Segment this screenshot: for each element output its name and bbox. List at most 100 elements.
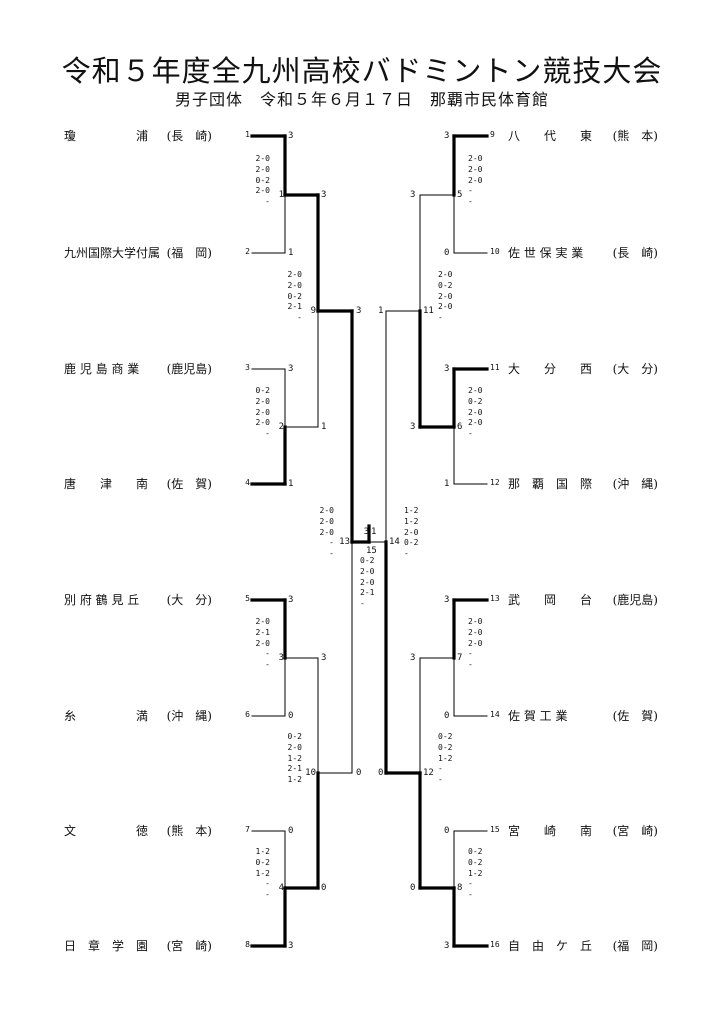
seed-number: 1 [245,130,250,139]
match-score: - [404,549,409,559]
entry-score: 3 [444,364,450,374]
left-team-row: 唐 津 南(佐 賀) [64,476,212,492]
match-score: - [468,186,473,196]
match-score: - [329,549,334,559]
prefecture: (大 分) [612,362,658,376]
entry-score: 1 [288,248,294,258]
school-name: 自 由 ケ 丘 [508,939,593,953]
match-score: 1-2 [438,753,453,763]
school-name: 宮 崎 南 [508,824,593,838]
match-score: 2-0 [468,175,483,185]
match-score: - [468,879,473,889]
prefecture: (沖 縄) [166,709,212,723]
round-score: 0 [356,768,362,778]
match-score: 2-0 [319,506,334,515]
left-team-row: 別 府 鶴 見 丘 (大 分) [64,592,212,608]
prefecture: (佐 賀) [612,709,658,723]
match-score: 2-0 [360,566,375,576]
prefecture: (宮 崎) [612,824,658,838]
match-score: 2-0 [468,386,483,395]
match-score: 2-0 [438,302,453,312]
entry-score: 3 [444,595,450,605]
prefecture: (長 崎) [612,246,658,260]
match-score: 1-2 [255,847,270,856]
match-score: 0-2 [468,847,483,856]
entry-score: 0 [444,711,450,721]
school-name: 別 府 鶴 見 丘 [64,593,140,607]
seed-number: 7 [245,825,250,834]
round-score: 3 [356,306,362,316]
round-score: 3 [410,653,416,663]
left-team-row: 文 徳(熊 本) [64,823,212,839]
entry-score: 3 [444,941,450,951]
prefecture: (福 岡) [612,939,658,953]
right-team-row: 大 分 西(大 分) [508,361,658,377]
match-score: 1-2 [287,753,302,763]
match-score: - [265,879,270,889]
school-name: 那 覇 国 際 [508,477,593,491]
match-number: 15 [366,546,377,556]
right-team-row: 那 覇 国 際 (沖 縄) [508,476,658,492]
match-score: 0-2 [468,857,483,867]
match-score: 2-0 [438,270,453,279]
match-score: 1-2 [255,868,270,878]
seed-number: 2 [245,247,250,256]
match-score: 0-2 [438,732,453,741]
left-team-row: 瓊 浦(長 崎) [64,128,212,144]
seed-number: 10 [490,247,500,256]
right-team-row: 佐 賀 工 業 (佐 賀) [508,708,658,724]
school-name: 佐 世 保 実 業 [508,246,584,260]
match-score: - [438,764,443,774]
match-score: 1-2 [468,868,483,878]
prefecture: (熊 本) [166,824,212,838]
match-score: 2-0 [255,407,270,417]
entry-score: 0 [288,826,294,836]
match-score: - [265,660,270,670]
entry-score: 0 [288,711,294,721]
round-score: 3 [410,190,416,200]
round-score: 0 [378,768,384,778]
right-team-row: 佐 世 保 実 業 (長 崎) [508,245,658,261]
prefecture: (福 岡) [166,246,212,260]
match-score: 2-0 [287,742,302,752]
match-score: 0-2 [287,291,302,301]
prefecture: (沖 縄) [612,477,658,491]
match-score: 2-0 [468,407,483,417]
match-score: 2-0 [255,186,270,196]
page-subtitle: 男子団体 令和５年６月１７日 那覇市民体育館 [174,90,549,109]
right-team-row: 自 由 ケ 丘 (福 岡) [508,938,658,954]
match-number: 8 [457,883,463,893]
seed-number: 4 [245,478,250,487]
match-score: 2-0 [255,418,270,428]
match-score: 2-0 [468,627,483,637]
left-team-row: 鹿 児 島 商 業(鹿児島) [64,361,212,377]
match-score: 2-1 [287,302,302,312]
seed-number: 14 [490,710,500,719]
entry-score: 1 [444,479,450,489]
match-score: 2-1 [255,627,270,637]
match-number: 14 [389,537,400,547]
match-score: 2-1 [287,764,302,774]
seed-number: 11 [490,363,500,372]
right-team-row: 八 代 東(熊 本) [508,128,658,144]
entry-score: 3 [288,364,294,374]
match-score: 2-0 [255,617,270,626]
match-score: - [468,649,473,659]
school-name: 八 代 東 [508,129,593,143]
match-score: 2-0 [468,638,483,648]
seed-number: 5 [245,594,250,603]
final-score-left: 3 [363,527,369,537]
school-name: 佐 賀 工 業 [508,709,568,723]
match-score: - [438,313,443,323]
match-score: 2-0 [319,516,334,526]
prefecture: (大 分) [166,593,212,607]
